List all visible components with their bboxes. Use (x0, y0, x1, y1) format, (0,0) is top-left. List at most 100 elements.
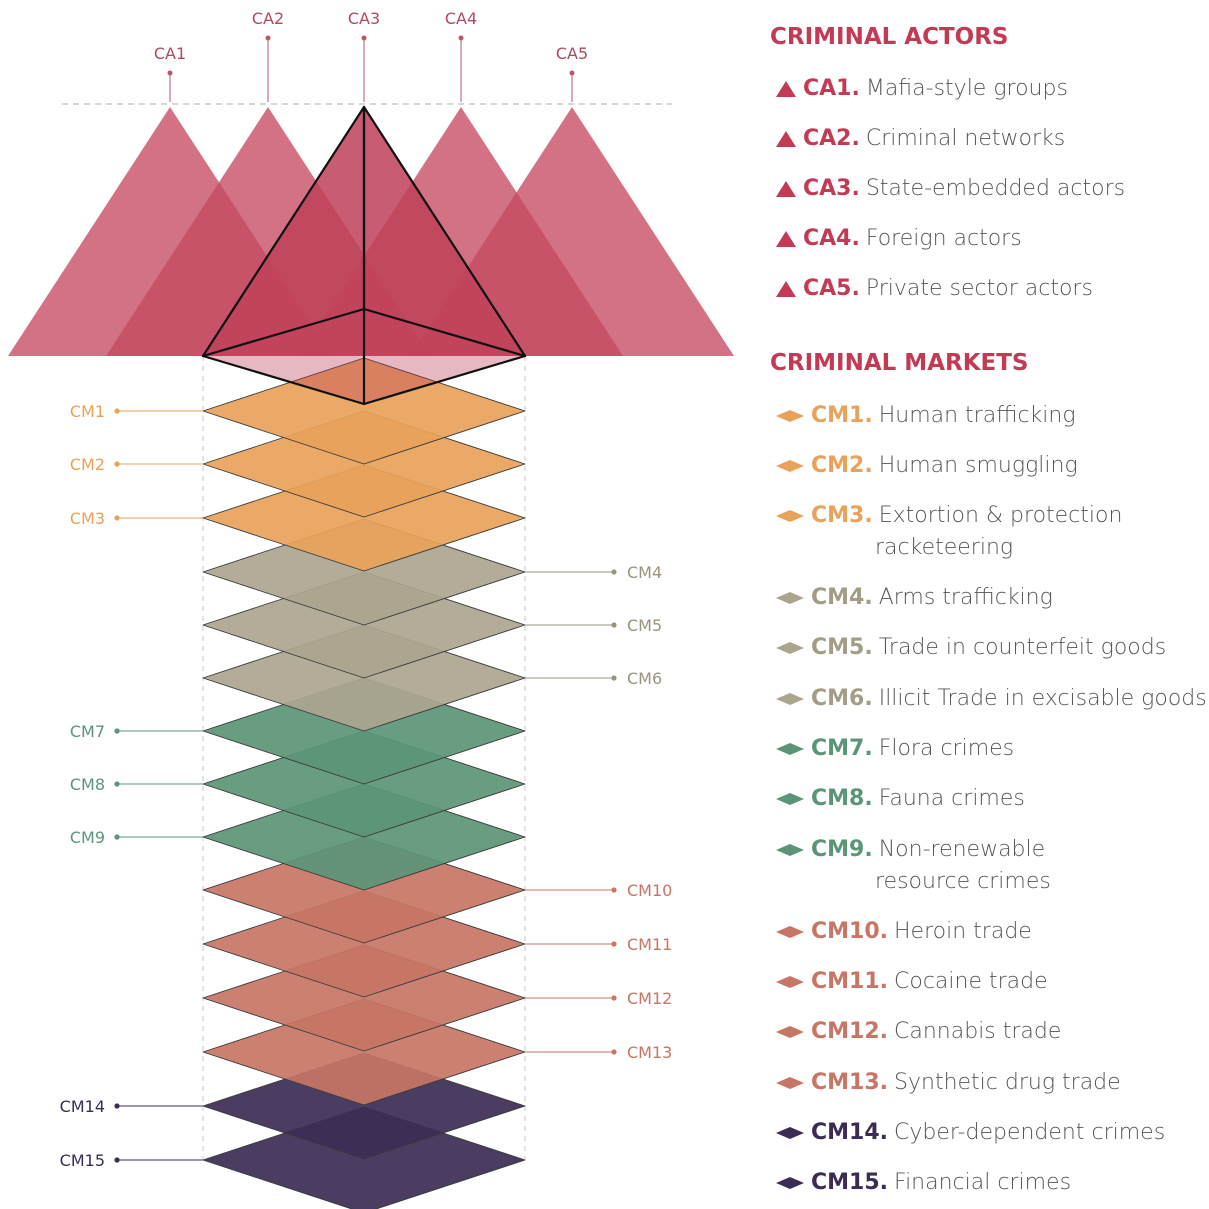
market-legend-item-cm7: CM7.Flora crimes (775, 733, 1014, 767)
market-legend-desc: Fauna crimes (878, 786, 1025, 811)
market-legend-code: CM14. (811, 1120, 889, 1145)
market-label-cm4: CM4 (627, 563, 662, 582)
diamond-icon (776, 1077, 804, 1089)
triangle-icon (776, 81, 796, 97)
market-label-cm13: CM13 (627, 1043, 672, 1062)
market-label-cm7: CM7 (70, 722, 105, 741)
market-legend-desc: Flora crimes (878, 736, 1015, 761)
market-label-cm8: CM8 (70, 775, 105, 794)
actor-legend-item-ca2: CA2.Criminal networks (775, 123, 1065, 157)
actor-legend-item-ca1: CA1.Mafia-style groups (775, 73, 1068, 107)
actor-legend-desc: Foreign actors (865, 226, 1022, 251)
market-layer-cm1 (202, 357, 526, 465)
diamond-icon (776, 460, 804, 472)
actor-legend-code: CA5. (803, 276, 860, 301)
actor-legend-item-ca4: CA4.Foreign actors (775, 223, 1022, 257)
market-legend-item-cm13: CM13.Synthetic drug trade (775, 1067, 1121, 1101)
market-legend-item-cm1: CM1.Human trafficking (775, 400, 1076, 434)
market-leader-dot (611, 941, 617, 947)
market-legend-item-cm5: CM5.Trade in counterfeit goods (775, 632, 1166, 666)
actor-label-ca5: CA5 (556, 44, 588, 63)
pyramid-edge (362, 354, 527, 406)
market-label-cm5: CM5 (627, 616, 662, 635)
market-leader-dot (114, 834, 120, 840)
diamond-icon (776, 410, 804, 422)
triangle-icon (776, 131, 796, 147)
market-legend-code: CM8. (811, 786, 873, 811)
diamond-icon (776, 1026, 804, 1038)
market-leader-dot (611, 995, 617, 1001)
markets-section-title: CRIMINAL MARKETS (770, 350, 1029, 376)
market-leader-dot (611, 569, 617, 575)
market-leader-dot (114, 1157, 120, 1163)
market-legend-code: CM6. (811, 686, 873, 711)
market-legend-code: CM7. (811, 736, 873, 761)
triangle-icon (776, 231, 796, 247)
pyramid-edge (201, 105, 366, 358)
actor-legend-code: CA1. (803, 76, 860, 101)
actor-stem-dot (361, 35, 367, 41)
market-label-cm3: CM3 (70, 509, 105, 528)
market-legend-item-cm6: CM6.Illicit Trade in excisable goods (775, 683, 1207, 717)
market-legend-code: CM1. (811, 403, 873, 428)
market-legend-desc: Synthetic drug trade (894, 1070, 1121, 1095)
market-leader-dot (611, 1049, 617, 1055)
actor-label-ca3: CA3 (348, 9, 380, 28)
market-legend-desc: Trade in counterfeit goods (878, 635, 1167, 660)
market-legend-code: CM2. (811, 453, 873, 478)
market-legend-code: CM12. (811, 1019, 889, 1044)
market-layers (202, 357, 526, 1209)
diamond-icon (776, 844, 804, 856)
market-legend-desc: Arms trafficking (878, 585, 1053, 610)
label-leaders: CM1CM2CM3CM4CM5CM6CM7CM8CM9CM10CM11CM12C… (60, 402, 673, 1170)
market-leader-dot (611, 675, 617, 681)
guide-lines (62, 103, 672, 1160)
market-leader-dot (114, 461, 120, 467)
market-label-cm9: CM9 (70, 828, 105, 847)
market-legend-item-cm2: CM2.Human smuggling (775, 450, 1078, 484)
actor-stem-dot (458, 35, 464, 41)
actor-legend-desc: Private sector actors (865, 276, 1093, 301)
market-legend-item-cm14: CM14.Cyber-dependent crimes (775, 1117, 1165, 1151)
diamond-icon (776, 642, 804, 654)
highlight-pyramid (201, 105, 527, 406)
market-label-cm1: CM1 (70, 402, 105, 421)
market-leader-dot (114, 728, 120, 734)
market-legend-desc: Cocaine trade (894, 969, 1048, 994)
market-label-cm14: CM14 (60, 1097, 105, 1116)
actor-stem-dot (167, 70, 173, 76)
market-legend-code: CM3. (811, 503, 873, 528)
market-legend-desc-continued: racketeering (875, 535, 1014, 560)
actor-legend-desc: State-embedded actors (865, 176, 1126, 201)
market-legend-desc: Non-renewable (878, 837, 1046, 862)
actor-legend-item-ca3: CA3.State-embedded actors (775, 173, 1125, 207)
diamond-icon (776, 743, 804, 755)
market-label-cm6: CM6 (627, 669, 662, 688)
pyramid-edge (201, 354, 366, 406)
actor-label-ca2: CA2 (252, 9, 284, 28)
actor-stem-dot (265, 35, 271, 41)
diamond-icon (776, 1127, 804, 1139)
actor-triangle-ca5 (410, 107, 734, 356)
market-legend-desc: Human smuggling (878, 453, 1078, 478)
actor-legend-code: CA4. (803, 226, 860, 251)
triangle-icon (776, 181, 796, 197)
market-leader-dot (114, 781, 120, 787)
market-legend-code: CM11. (811, 969, 889, 994)
market-legend-desc-continued: resource crimes (875, 869, 1051, 894)
pyramid-edge (201, 307, 366, 358)
actor-label-ca1: CA1 (154, 44, 186, 63)
diamond-icon (776, 926, 804, 938)
market-legend-item-cm10: CM10.Heroin trade (775, 916, 1032, 950)
market-legend-item-cm11: CM11.Cocaine trade (775, 966, 1048, 1000)
market-legend-code: CM10. (811, 919, 889, 944)
diamond-icon (776, 793, 804, 805)
market-legend-desc: Human trafficking (878, 403, 1076, 428)
market-legend-desc: Cannabis trade (894, 1019, 1062, 1044)
actor-legend-code: CA3. (803, 176, 860, 201)
actor-legend-item-ca5: CA5.Private sector actors (775, 273, 1093, 307)
market-legend-item-cm12: CM12.Cannabis trade (775, 1016, 1061, 1050)
